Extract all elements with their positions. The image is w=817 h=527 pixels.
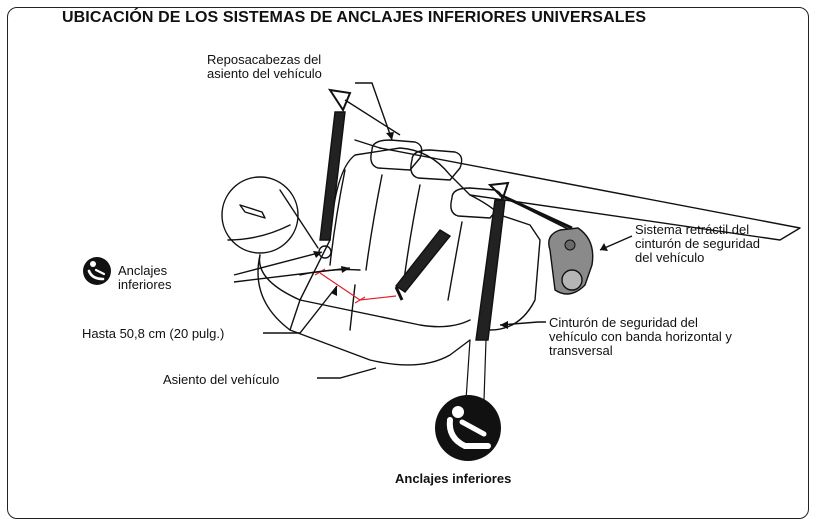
headrest-label-line2: asiento del vehículo	[207, 66, 322, 81]
retractor-label-line2: cinturón de seguridad	[635, 236, 761, 251]
retractor-unit	[548, 227, 594, 295]
headrest-middle	[410, 149, 463, 181]
bottom-symbol-label: Anclajes inferiores	[395, 471, 512, 486]
seat-label: Asiento del vehículo	[163, 372, 280, 387]
headrest-label-line1: Reposacabezas del	[207, 52, 322, 67]
belt-label-line1: Cinturón de seguridad del	[549, 315, 698, 330]
belt-label-line3: transversal	[549, 343, 613, 358]
cushion-front	[257, 254, 471, 366]
belt-label-line2: vehículo con banda horizontal y	[549, 329, 732, 344]
retractor-label-line1: Sistema retráctil del	[635, 222, 750, 237]
anchors-label-line1: Anclajes	[118, 263, 168, 278]
rear-shelf	[379, 147, 801, 241]
lower-anchor-symbol-icon	[83, 257, 111, 285]
headrest-left	[370, 139, 423, 171]
cushion-top	[258, 254, 471, 328]
distance-label: Hasta 50,8 cm (20 pulg.)	[82, 326, 225, 341]
anchor-detail-circle	[221, 176, 299, 254]
seatback-outline	[299, 147, 541, 331]
child-seat-symbol-icon	[435, 395, 501, 461]
anchors-label-line2: inferiores	[118, 277, 172, 292]
retractor-label-line3: del vehículo	[635, 250, 705, 265]
diagram-frame	[7, 7, 809, 519]
diagram-title: UBICACIÓN DE LOS SISTEMAS DE ANCLAJES IN…	[62, 9, 647, 26]
